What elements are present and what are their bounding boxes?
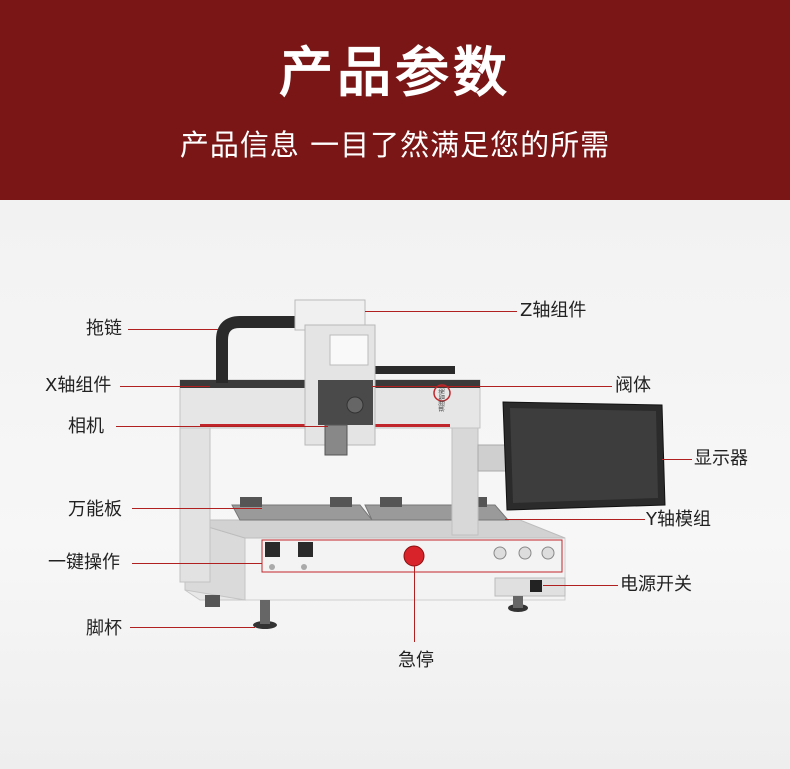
panel-highlight <box>261 539 563 573</box>
label-power: 电源开关 <box>620 574 692 595</box>
label-z-axis: Z轴组件 <box>520 300 587 321</box>
label-x-axis: X轴组件 <box>45 375 112 396</box>
brand-name: 琪胜智能 <box>438 388 446 412</box>
foot-1 <box>205 595 220 607</box>
label-universal-plate: 万能板 <box>68 499 122 520</box>
fixture-right <box>364 504 510 521</box>
clamp-3 <box>380 497 402 507</box>
foot-2 <box>260 600 270 624</box>
drag-chain <box>216 316 300 383</box>
power-switch <box>530 580 542 592</box>
label-drag-chain: 拖链 <box>86 318 122 339</box>
line-y-axis <box>505 519 645 520</box>
monitor-arm <box>477 444 509 472</box>
indicator-2 <box>301 564 307 570</box>
label-valve: 阀体 <box>615 375 651 396</box>
line-estop <box>414 566 415 642</box>
estop-button <box>403 545 425 567</box>
knob-3 <box>541 546 555 560</box>
button-1 <box>265 542 280 557</box>
line-z-axis <box>365 311 517 312</box>
line-power <box>543 585 618 586</box>
line-display <box>662 459 692 460</box>
clamp-1 <box>240 497 262 507</box>
label-foot-cup: 脚杯 <box>86 618 122 639</box>
line-x-axis <box>120 386 210 387</box>
nozzle-ring <box>346 396 364 414</box>
knob-1 <box>493 546 507 560</box>
valve-block <box>318 380 373 425</box>
brand-logo <box>433 384 451 402</box>
foot-cup-2 <box>253 621 277 629</box>
line-universal-plate <box>132 508 262 509</box>
monitor-screen <box>510 408 658 503</box>
indicator-1 <box>269 564 275 570</box>
camera-body <box>324 424 348 456</box>
header-banner: 产品参数 产品信息 一目了然满足您的所需 <box>0 0 790 200</box>
clamp-2 <box>330 497 352 507</box>
button-2 <box>298 542 313 557</box>
line-drag-chain <box>128 329 218 330</box>
label-display: 显示器 <box>694 448 748 469</box>
label-one-key: 一键操作 <box>48 552 120 573</box>
line-foot-cup <box>130 627 255 628</box>
line-camera <box>116 426 328 427</box>
label-camera: 相机 <box>68 416 104 437</box>
z-axis-window <box>329 334 369 366</box>
label-y-axis: Y轴模组 <box>646 509 711 530</box>
table-top <box>184 519 566 539</box>
page-title: 产品参数 <box>279 41 511 104</box>
label-estop: 急停 <box>398 650 434 671</box>
line-one-key <box>132 563 262 564</box>
page-subtitle: 产品信息 一目了然满足您的所需 <box>179 128 611 162</box>
foot-3 <box>513 596 523 608</box>
knob-2 <box>518 546 532 560</box>
line-valve <box>372 386 612 387</box>
